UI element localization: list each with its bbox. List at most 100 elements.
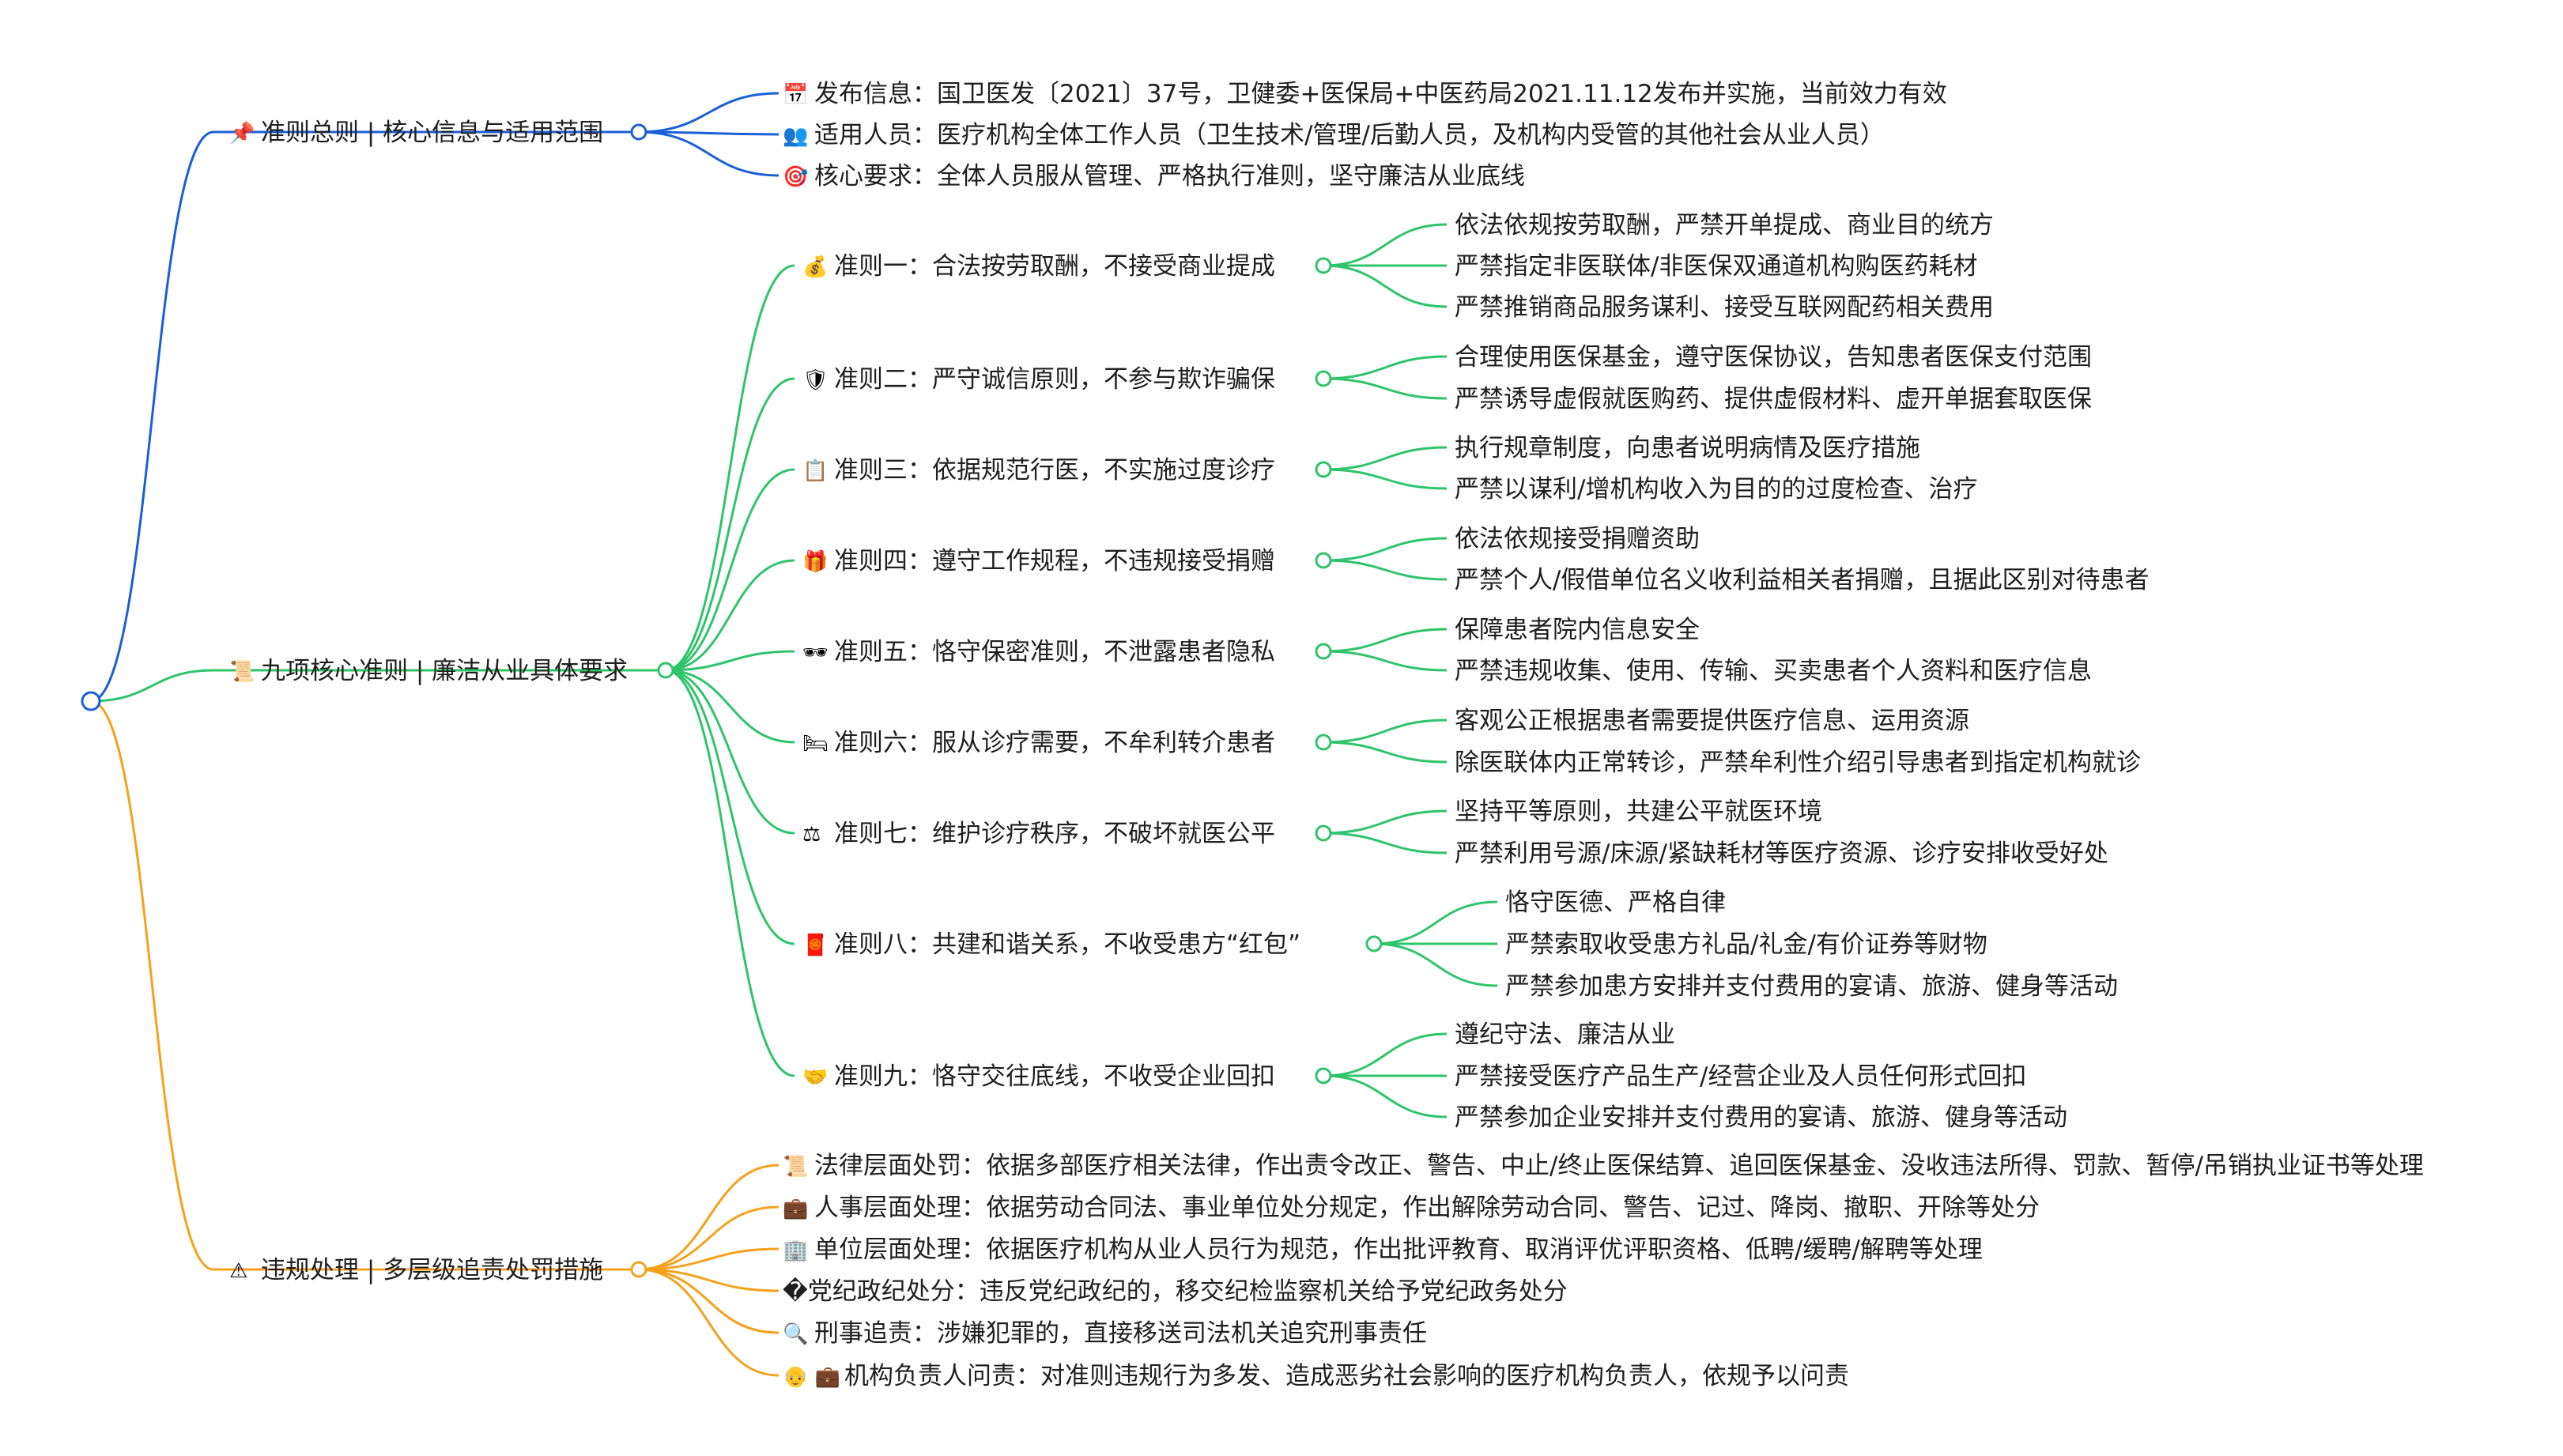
rule-1-leaf-1[interactable]: 严禁指定非医联体/非医保双通道机构购医药耗材 <box>1455 252 1977 281</box>
rule-1-leaf-1-label: 严禁指定非医联体/非医保双通道机构购医药耗材 <box>1455 252 1977 281</box>
rule-8-leaf-1[interactable]: 严禁索取收受患方礼品/礼金/有价证券等财物 <box>1505 930 1987 959</box>
rule-9-leaf-1-label: 严禁接受医疗产品生产/经营企业及人员任何形式回扣 <box>1455 1062 2026 1091</box>
rule-3-toggle[interactable] <box>1315 461 1332 478</box>
rule-9-leaf-1[interactable]: 严禁接受医疗产品生产/经营企业及人员任何形式回扣 <box>1455 1062 2026 1091</box>
rule-7-toggle[interactable] <box>1315 824 1332 842</box>
rule-6-leaf-0[interactable]: 客观公正根据患者需要提供医疗信息、运用资源 <box>1455 707 1969 735</box>
rule-9[interactable]: 🤝准则九：恪守交往底线，不收受企业回扣 <box>802 1062 1275 1091</box>
rule-5-leaf-0[interactable]: 保障患者院内信息安全 <box>1455 616 1700 644</box>
rule-6[interactable]: 🛏准则六：服从诊疗需要，不牟利转介患者 <box>802 729 1275 757</box>
shield-icon: 🛡 <box>802 368 829 392</box>
rule-5-leaf-1[interactable]: 严禁违规收集、使用、传输、买卖患者个人资料和医疗信息 <box>1455 657 2092 685</box>
rule-4[interactable]: 🎁准则四：遵守工作规程，不违规接受捐赠 <box>802 547 1275 575</box>
rule-6-leaf-1[interactable]: 除医联体内正常转诊，严禁牟利性介绍引导患者到指定机构就诊 <box>1455 749 2141 777</box>
scroll-icon: 📜 <box>783 1155 808 1179</box>
link-penalty-0 <box>638 1164 779 1271</box>
rule-5-label: 准则五：恪守保密准则，不泄露患者隐私 <box>834 638 1275 666</box>
rule-6-leaf-1-label: 除医联体内正常转诊，严禁牟利性介绍引导患者到指定机构就诊 <box>1455 749 2141 777</box>
rule-4-leaf-0-label: 依法依规接受捐赠资助 <box>1455 525 1700 553</box>
link-general-0 <box>638 92 779 134</box>
link-rule-1-leaf-0 <box>1323 223 1448 267</box>
branch-general[interactable]: 📌准则总则 | 核心信息与适用范围 <box>229 119 603 147</box>
penalty-item-2[interactable]: 🏢单位层面处理：依据医疗机构从业人员行为规范，作出批评教育、取消评优评职资格、低… <box>783 1235 1983 1264</box>
general-item-1[interactable]: 👥适用人员：医疗机构全体工作人员（卫生技术/管理/后勤人员，及机构内受管的其他社… <box>783 121 1885 149</box>
rule-8-label: 准则八：共建和谐关系，不收受患方“红包” <box>834 930 1300 959</box>
rule-1-leaf-0[interactable]: 依法依规按劳取酬，严禁开单提成、商业目的统方 <box>1455 211 1994 240</box>
mindmap-nodes: 📌准则总则 | 核心信息与适用范围 📅发布信息：国卫医发〔2021〕37号，卫健委… <box>81 80 2424 1390</box>
magnifier-icon: 🔍 <box>783 1320 808 1346</box>
rule-9-toggle[interactable] <box>1315 1067 1332 1084</box>
rule-3[interactable]: 📋准则三：依据规范行医，不实施过度诊疗 <box>802 456 1275 485</box>
link-rule-4 <box>665 559 795 672</box>
penalty-item-0-label: 法律层面处罚：依据多部医疗相关法律，作出责令改正、警告、中止/终止医保结算、追回… <box>814 1152 2424 1180</box>
link-penalty-1 <box>638 1205 779 1271</box>
branch-penalty-label: 违规处理 | 多层级追责处罚措施 <box>261 1256 603 1284</box>
penalty-item-3[interactable]: �党纪政纪处分：违反党纪政纪的，移交纪检监察机关给予党纪政务处分 <box>783 1277 1568 1306</box>
branch-general-toggle[interactable] <box>630 123 647 141</box>
rule-6-toggle[interactable] <box>1315 734 1332 751</box>
branch-nine-label: 九项核心准则 | 廉洁从业具体要求 <box>261 657 628 685</box>
branch-nine[interactable]: 📜九项核心准则 | 廉洁从业具体要求 <box>229 657 628 685</box>
link-rule-9 <box>665 669 795 1077</box>
general-item-2-label: 核心要求：全体人员服从管理、严格执行准则，坚守廉洁从业底线 <box>814 162 1525 190</box>
rule-3-leaf-0[interactable]: 执行规章制度，向患者说明病情及医疗措施 <box>1455 434 1920 462</box>
branch-penalty-toggle[interactable] <box>630 1261 647 1278</box>
connector-lines <box>90 92 1498 1377</box>
rule-2-leaf-1[interactable]: 严禁诱导虚假就医购药、提供虚假材料、虚开单据套取医保 <box>1455 385 2092 413</box>
rule-3-leaf-1[interactable]: 严禁以谋利/增机构收入为目的的过度检查、治疗 <box>1455 475 1977 504</box>
root-node[interactable] <box>81 691 101 711</box>
link-penalty-2 <box>638 1247 779 1271</box>
rule-8-leaf-2[interactable]: 严禁参加患方安排并支付费用的宴请、旅游、健身等活动 <box>1505 972 2118 1001</box>
link-rule-3 <box>665 468 795 672</box>
rule-1-leaf-2[interactable]: 严禁推销商品服务谋利、接受互联网配药相关费用 <box>1455 293 1994 322</box>
briefcase-icon: 💼 <box>783 1197 808 1220</box>
link-rule-6-leaf-1 <box>1323 741 1448 764</box>
warning-icon: ⚠ <box>229 1259 247 1283</box>
rule-9-leaf-2[interactable]: 严禁参加企业安排并支付费用的宴请、旅游、健身等活动 <box>1455 1103 2067 1132</box>
sunglasses-icon: 🕶 <box>802 641 829 665</box>
rule-4-leaf-0[interactable]: 依法依规接受捐赠资助 <box>1455 525 1700 553</box>
rule-1-leaf-0-label: 依法依规按劳取酬，严禁开单提成、商业目的统方 <box>1455 211 1994 240</box>
link-rule-5 <box>665 650 795 672</box>
rule-8-leaf-0[interactable]: 恪守医德、严格自律 <box>1505 888 1726 917</box>
rule-5-toggle[interactable] <box>1315 643 1332 660</box>
penalty-item-4[interactable]: 🔍刑事追责：涉嫌犯罪的，直接移送司法机关追究刑事责任 <box>783 1319 1427 1348</box>
rule-2-leaf-0[interactable]: 合理使用医保基金，遵守医保协议，告知患者医保支付范围 <box>1455 343 2092 372</box>
penalty-item-1[interactable]: 💼人事层面处理：依据劳动合同法、事业单位处分规定，作出解除劳动合同、警告、记过、… <box>783 1194 2040 1222</box>
rule-2[interactable]: 🛡准则二：严守诚信原则，不参与欺诈骗保 <box>802 365 1275 394</box>
rule-7-leaf-0-label: 坚持平等原则，共建公平就医环境 <box>1455 798 1822 826</box>
rule-9-label: 准则九：恪守交往底线，不收受企业回扣 <box>834 1062 1275 1091</box>
rule-5[interactable]: 🕶准则五：恪守保密准则，不泄露患者隐私 <box>802 638 1275 666</box>
rule-7-leaf-1[interactable]: 严禁利用号源/床源/紧缺耗材等医疗资源、诊疗安排收受好处 <box>1455 839 2108 868</box>
rule-1[interactable]: 💰准则一：合法按劳取酬，不接受商业提成 <box>802 252 1275 281</box>
penalty-item-5[interactable]: 👴 💼机构负责人问责：对准则违规行为多发、造成恶劣社会影响的医疗机构负责人，依规… <box>783 1362 1849 1390</box>
general-item-0[interactable]: 📅发布信息：国卫医发〔2021〕37号，卫健委+医保局+中医药局2021.11.… <box>783 80 1947 108</box>
rule-4-toggle[interactable] <box>1315 552 1332 569</box>
rule-5-leaf-1-label: 严禁违规收集、使用、传输、买卖患者个人资料和医疗信息 <box>1455 657 2092 685</box>
link-penalty-5 <box>638 1268 779 1377</box>
branch-nine-toggle[interactable] <box>657 662 674 679</box>
rule-4-leaf-1[interactable]: 严禁个人/假借单位名义收利益相关者捐赠，且据此区别对待患者 <box>1455 566 2149 594</box>
root-link-general <box>90 130 214 703</box>
rule-8-toggle[interactable] <box>1365 935 1383 952</box>
general-item-2[interactable]: 🎯核心要求：全体人员服从管理、严格执行准则，坚守廉洁从业底线 <box>783 162 1525 190</box>
rule-1-leaf-2-label: 严禁推销商品服务谋利、接受互联网配药相关费用 <box>1455 293 1994 322</box>
general-item-0-label: 发布信息：国卫医发〔2021〕37号，卫健委+医保局+中医药局2021.11.1… <box>814 80 1947 108</box>
link-rule-8-leaf-0 <box>1373 900 1498 945</box>
rule-9-leaf-0[interactable]: 遵纪守法、廉洁从业 <box>1455 1020 1675 1049</box>
rule-8-leaf-0-label: 恪守医德、严格自律 <box>1505 888 1726 917</box>
rule-7-leaf-0[interactable]: 坚持平等原则，共建公平就医环境 <box>1455 798 1822 826</box>
rule-8[interactable]: 🧧准则八：共建和谐关系，不收受患方“红包” <box>802 930 1300 959</box>
rule-3-label: 准则三：依据规范行医，不实施过度诊疗 <box>834 456 1275 485</box>
penalty-item-0[interactable]: 📜法律层面处罚：依据多部医疗相关法律，作出责令改正、警告、中止/终止医保结算、追… <box>783 1152 2424 1180</box>
link-rule-5-leaf-1 <box>1323 650 1448 672</box>
rule-2-toggle[interactable] <box>1315 370 1332 387</box>
rule-2-label: 准则二：严守诚信原则，不参与欺诈骗保 <box>834 365 1275 394</box>
rule-4-label: 准则四：遵守工作规程，不违规接受捐赠 <box>834 547 1275 575</box>
rule-1-toggle[interactable] <box>1315 257 1332 274</box>
rule-7[interactable]: ⚖准则七：维护诊疗秩序，不破坏就医公平 <box>802 820 1275 848</box>
pushpin-icon: 📌 <box>229 120 255 145</box>
rule-8-leaf-2-label: 严禁参加患方安排并支付费用的宴请、旅游、健身等活动 <box>1505 972 2118 1001</box>
branch-penalty[interactable]: ⚠ 违规处理 | 多层级追责处罚措施 <box>229 1256 603 1284</box>
link-rule-2-leaf-1 <box>1323 377 1448 400</box>
